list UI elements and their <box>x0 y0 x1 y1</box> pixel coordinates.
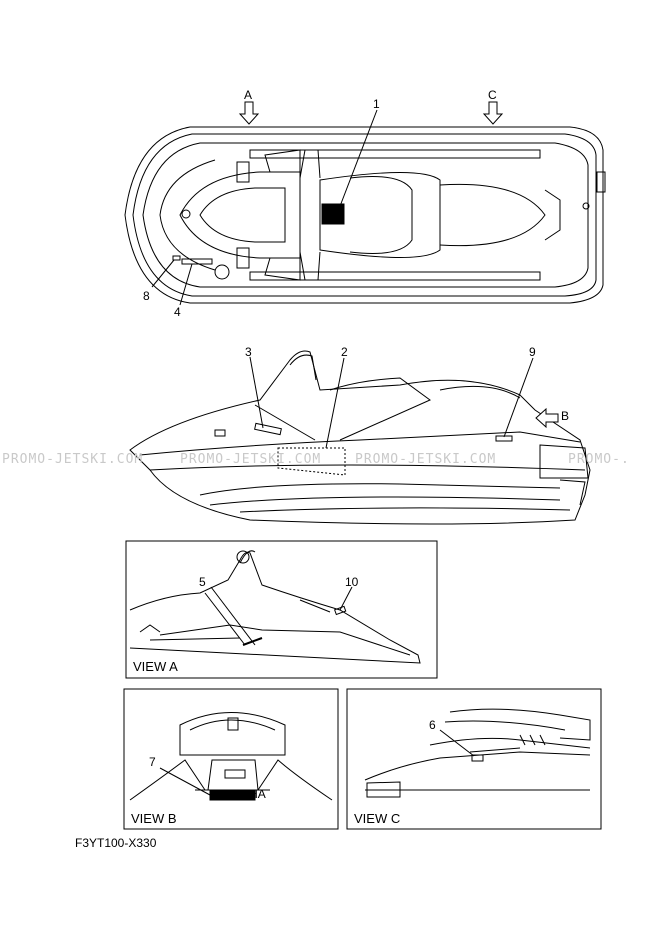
arrow-b <box>535 407 559 429</box>
arrow-label-a: A <box>244 88 252 102</box>
view-c-box <box>346 688 602 830</box>
view-a-label: VIEW A <box>133 659 178 674</box>
callout-6: 6 <box>429 718 436 732</box>
view-a-box <box>125 540 438 679</box>
watermark-3: PROMO-JETSKI.COM <box>355 452 496 467</box>
callout-4: 4 <box>174 305 181 319</box>
leader-5 <box>210 586 256 646</box>
leader-7 <box>159 767 211 796</box>
registration-plate-text: YAMAHA <box>216 787 266 801</box>
leader-4 <box>179 263 193 306</box>
callout-10: 10 <box>345 575 359 589</box>
view-b-box <box>123 688 339 830</box>
leader-3 <box>249 356 264 429</box>
part-code: F3YT100-X330 <box>75 836 157 850</box>
watermark-1: PROMO-JETSKI.COM <box>2 452 143 467</box>
arrow-label-b: B <box>561 409 569 423</box>
callout-5: 5 <box>199 575 206 589</box>
view-b-drawing <box>129 712 333 801</box>
arrow-a <box>238 101 260 125</box>
side-view-hull <box>129 350 591 525</box>
arrow-c <box>482 101 504 125</box>
watermark-4: PROMO-. <box>568 452 630 467</box>
view-c-drawing <box>364 708 591 798</box>
callout-2: 2 <box>341 345 348 359</box>
callout-3: 3 <box>245 345 252 359</box>
arrow-label-c: C <box>488 88 497 102</box>
top-view-hull <box>124 126 606 304</box>
leader-2 <box>325 357 345 449</box>
leader-6 <box>439 729 475 757</box>
callout-1: 1 <box>373 97 380 111</box>
callout-7: 7 <box>149 755 156 769</box>
view-b-label: VIEW B <box>131 811 177 826</box>
callout-9: 9 <box>529 345 536 359</box>
leader-10 <box>339 586 353 611</box>
leader-9 <box>503 357 534 438</box>
watermark-2: PROMO-JETSKI.COM <box>180 452 321 467</box>
view-a-drawing <box>129 550 421 664</box>
view-c-label: VIEW C <box>354 811 400 826</box>
leader-1 <box>336 109 378 215</box>
callout-8: 8 <box>143 289 150 303</box>
leader-8 <box>151 259 175 288</box>
